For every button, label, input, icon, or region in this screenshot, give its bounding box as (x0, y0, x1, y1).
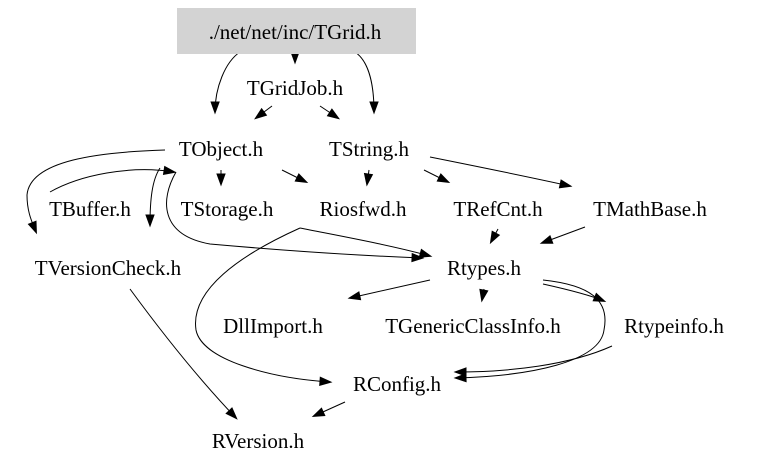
node-label: RConfig.h (353, 372, 442, 396)
arrowhead (539, 234, 554, 244)
edge-line (195, 227, 331, 383)
edge-rtypes-to-tgenericclassinfo (479, 288, 489, 303)
arrowhead (319, 376, 333, 386)
arrowhead (254, 107, 268, 120)
arrowhead (418, 248, 433, 258)
node-label: Riosfwd.h (320, 197, 407, 221)
node-label: RVersion.h (212, 429, 305, 453)
node-tmathbase[interactable]: TMathBase.h (593, 197, 707, 221)
edge-rconfig-to-rversion (311, 401, 346, 418)
edge-line (49, 169, 175, 193)
edge-line (26, 149, 166, 233)
arrowhead (436, 173, 451, 184)
edge-line (455, 345, 613, 373)
arrowhead (558, 179, 573, 189)
node-rversion[interactable]: RVersion.h (212, 429, 305, 453)
arrowhead (145, 214, 155, 228)
node-label: ./net/net/inc/TGrid.h (209, 20, 382, 44)
edge-tversioncheck-to-rversion (129, 288, 238, 420)
node-label: TMathBase.h (593, 197, 707, 221)
arrowhead (411, 252, 425, 263)
arrowhead (210, 101, 220, 115)
node-tstorage[interactable]: TStorage.h (181, 197, 274, 221)
arrowhead (294, 173, 309, 184)
edge-tobject-to-rtypes (166, 171, 425, 263)
arrowhead (27, 220, 37, 235)
arrowhead (489, 230, 501, 245)
node-tversioncheck[interactable]: TVersionCheck.h (35, 256, 182, 280)
node-label: TGenericClassInfo.h (385, 314, 561, 338)
node-tgrid[interactable]: ./net/net/inc/TGrid.h (177, 8, 416, 54)
edge-line (455, 279, 606, 379)
node-label: DllImport.h (223, 314, 323, 338)
node-tbuffer[interactable]: TBuffer.h (49, 197, 131, 221)
edge-rtypeinfo-to-rconfig (453, 345, 613, 377)
node-label: TBuffer.h (49, 197, 131, 221)
edge-tstring-to-tmathbase (429, 156, 573, 189)
arrowhead (453, 372, 467, 383)
edges-layer (26, 51, 613, 420)
node-label: TObject.h (179, 137, 264, 161)
node-rconfig[interactable]: RConfig.h (353, 372, 442, 396)
node-tgridjob[interactable]: TGridJob.h (247, 76, 344, 100)
edge-tgridjob-to-tstring (319, 105, 341, 120)
node-tgenericclassinfo[interactable]: TGenericClassInfo.h (385, 314, 561, 338)
edge-rtypes-to-dllimport (347, 279, 431, 301)
node-dllimport[interactable]: DllImport.h (223, 314, 323, 338)
edge-rtypes-to-rconfig (453, 279, 606, 383)
edge-riosfwd-to-rtypes (299, 227, 433, 258)
node-label: Rtypes.h (447, 256, 522, 280)
node-highlight-box (177, 8, 416, 54)
node-rtypeinfo[interactable]: Rtypeinfo.h (624, 314, 724, 338)
edge-tgrid-to-tstring (354, 51, 379, 115)
node-riosfwd[interactable]: Riosfwd.h (320, 197, 407, 221)
arrowhead (225, 407, 238, 420)
arrowhead (326, 108, 341, 120)
edge-riosfwd-to-rconfig (195, 227, 333, 386)
edge-tgridjob-to-tobject (254, 105, 273, 120)
arrowhead (347, 291, 362, 301)
edge-line (129, 288, 237, 419)
arrowhead (216, 173, 226, 187)
node-label: TStorage.h (181, 197, 274, 221)
edge-tobject-to-tstorage (216, 170, 226, 187)
edge-tstring-to-trefcnt (423, 169, 451, 184)
node-label: Rtypeinfo.h (624, 314, 724, 338)
edge-tobject-to-tbuffer (26, 149, 166, 235)
edge-line (349, 279, 431, 299)
arrowhead (453, 367, 467, 377)
edge-line (299, 227, 431, 257)
node-rtypes[interactable]: Rtypes.h (447, 256, 522, 280)
arrowhead (363, 172, 374, 187)
node-label: TGridJob.h (247, 76, 344, 100)
arrowhead (369, 101, 379, 115)
edge-tgrid-to-tobject (210, 51, 241, 115)
arrowhead (162, 165, 177, 176)
arrowhead (311, 407, 326, 418)
edge-tobject-to-tversioncheck (145, 167, 161, 228)
edge-trefcnt-to-rtypes (489, 228, 501, 245)
node-trefcnt[interactable]: TRefCnt.h (453, 197, 543, 221)
edge-tbuffer-to-tobject (49, 165, 177, 193)
nodes-layer: ./net/net/inc/TGrid.hTGridJob.hTObject.h… (35, 8, 724, 453)
edge-tmathbase-to-rtypes (539, 226, 586, 244)
edge-line (166, 171, 423, 259)
node-label: TString.h (329, 137, 409, 161)
node-tstring[interactable]: TString.h (329, 137, 409, 161)
node-label: TRefCnt.h (453, 197, 543, 221)
node-tobject[interactable]: TObject.h (179, 137, 264, 161)
node-label: TVersionCheck.h (35, 256, 182, 280)
arrowhead (479, 288, 489, 303)
edge-line (429, 156, 571, 187)
edge-tobject-to-riosfwd (281, 169, 309, 184)
edge-tstring-to-riosfwd (363, 169, 374, 187)
